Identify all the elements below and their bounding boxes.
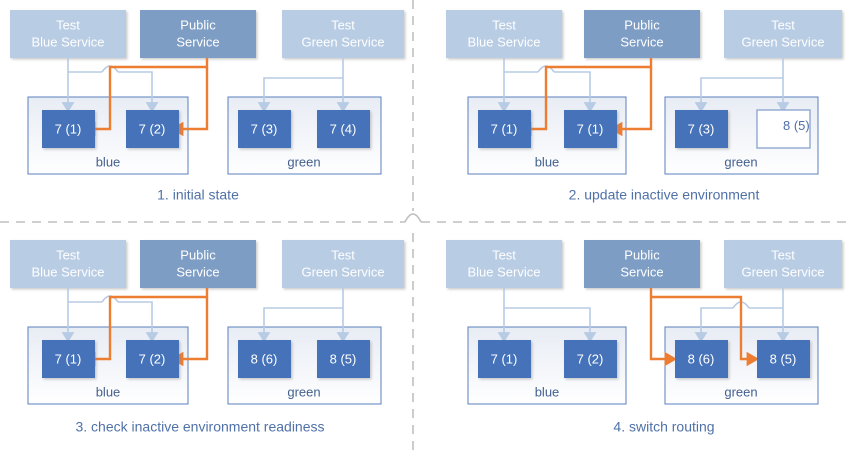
panel-4-public-routing — [649, 288, 760, 367]
panel-2-pod-blue-1[interactable]: 7 (1) — [564, 110, 617, 148]
panel-3-caption: 3. check inactive environment readiness — [75, 419, 324, 435]
panel-1-pod-green-1[interactable]: 7 (4) — [317, 110, 370, 148]
panel-3: Test Blue Service Public Service Test Gr… — [10, 240, 404, 435]
pod-label: 8 (5) — [783, 118, 810, 133]
service-label-line1: Test — [331, 247, 355, 262]
panel-4-test-green-service[interactable]: Test Green Service — [724, 240, 842, 288]
panel-4-pod-green-0[interactable]: 8 (6) — [675, 340, 728, 378]
pod-label: 7 (2) — [577, 351, 604, 366]
panel-1-test-blue-service[interactable]: Test Blue Service — [10, 10, 126, 58]
pod-label: 7 (1) — [491, 121, 518, 136]
panel-3-pod-green-1[interactable]: 8 (5) — [317, 340, 370, 378]
panel-4-env-blue-label: blue — [535, 384, 560, 399]
pod-label: 8 (6) — [688, 351, 715, 366]
service-label-line2: Service — [620, 264, 663, 279]
panel-3-public-service[interactable]: Public Service — [140, 240, 256, 288]
panel-2-public-routing — [518, 58, 653, 137]
panel-1-public-service[interactable]: Public Service — [140, 10, 256, 58]
panel-2-env-blue-label: blue — [535, 154, 560, 169]
pod-label: 7 (4) — [330, 121, 357, 136]
panel-2-caption: 2. update inactive environment — [569, 187, 760, 203]
service-label-line2: Blue Service — [468, 34, 541, 49]
panel-3-test-blue-service[interactable]: Test Blue Service — [10, 240, 126, 288]
panel-4: Test Blue Service Public Service Test Gr… — [446, 240, 842, 435]
service-label-line2: Blue Service — [32, 264, 105, 279]
service-label-line2: Green Service — [741, 34, 824, 49]
service-label-line1: Test — [771, 247, 795, 262]
panel-3-test-green-service[interactable]: Test Green Service — [282, 240, 404, 288]
panel-3-pod-blue-1[interactable]: 7 (2) — [126, 340, 179, 378]
service-label-line1: Test — [56, 247, 80, 262]
panel-1-pod-blue-1[interactable]: 7 (2) — [126, 110, 179, 148]
panel-1-pod-blue-0[interactable]: 7 (1) — [42, 110, 95, 148]
panel-2-pod-green-1[interactable]: 8 (5) — [756, 109, 811, 149]
panel-1: Test Blue Service Public Service Test Gr… — [10, 10, 404, 203]
service-label-line2: Blue Service — [32, 34, 105, 49]
panel-2-test-green-connectors — [694, 58, 790, 113]
pod-label: 7 (3) — [251, 121, 278, 136]
service-label-line2: Service — [620, 34, 663, 49]
panel-1-test-blue-connectors — [61, 58, 159, 113]
pod-label: 7 (2) — [139, 351, 166, 366]
pod-label: 7 (3) — [688, 121, 715, 136]
panel-3-env-green-label: green — [287, 384, 320, 399]
pod-label: 7 (1) — [491, 351, 518, 366]
panel-2-pod-blue-0[interactable]: 7 (1) — [478, 110, 531, 148]
service-label-line1: Public — [624, 17, 660, 32]
panel-1-caption: 1. initial state — [157, 187, 239, 203]
panel-2-public-service[interactable]: Public Service — [584, 10, 700, 58]
service-label-line1: Test — [492, 247, 516, 262]
panel-1-env-blue-label: blue — [96, 154, 121, 169]
panel-4-pod-blue-0[interactable]: 7 (1) — [478, 340, 531, 378]
pod-label: 7 (2) — [139, 121, 166, 136]
divider-hop-arc — [404, 213, 422, 223]
panel-2-test-green-service[interactable]: Test Green Service — [724, 10, 842, 58]
panel-4-test-blue-service[interactable]: Test Blue Service — [446, 240, 562, 288]
panel-3-pod-blue-0[interactable]: 7 (1) — [42, 340, 95, 378]
panel-2: Test Blue Service Public Service Test Gr… — [446, 10, 842, 203]
panel-4-caption: 4. switch routing — [613, 419, 714, 435]
panel-4-public-service[interactable]: Public Service — [584, 240, 700, 288]
panel-1-env-green-label: green — [287, 154, 320, 169]
pod-label: 7 (1) — [55, 351, 82, 366]
panel-4-env-green-label: green — [724, 384, 757, 399]
pod-label: 8 (5) — [330, 351, 357, 366]
service-label-line2: Service — [176, 34, 219, 49]
panel-2-pod-green-0[interactable]: 7 (3) — [675, 110, 728, 148]
panel-4-pod-green-1[interactable]: 8 (5) — [757, 340, 810, 378]
panel-2-env-green-label: green — [724, 154, 757, 169]
panel-3-env-blue-label: blue — [96, 384, 121, 399]
service-label-line1: Public — [180, 247, 216, 262]
service-label-line2: Service — [176, 264, 219, 279]
panel-1-test-green-service[interactable]: Test Green Service — [282, 10, 404, 58]
service-label-line1: Test — [56, 17, 80, 32]
panel-3-test-green-connectors — [257, 288, 350, 343]
pod-label: 7 (1) — [55, 121, 82, 136]
pod-label: 7 (1) — [577, 121, 604, 136]
service-label-line1: Test — [331, 17, 355, 32]
service-label-line2: Green Service — [301, 264, 384, 279]
service-label-line1: Public — [180, 17, 216, 32]
service-label-line1: Public — [624, 247, 660, 262]
service-label-line1: Test — [492, 17, 516, 32]
service-label-line1: Test — [771, 17, 795, 32]
panel-1-pod-green-0[interactable]: 7 (3) — [238, 110, 291, 148]
panel-1-public-routing — [82, 58, 209, 137]
service-label-line2: Green Service — [741, 264, 824, 279]
service-label-line2: Blue Service — [468, 264, 541, 279]
panel-4-pod-blue-1[interactable]: 7 (2) — [564, 340, 617, 378]
service-label-line2: Green Service — [301, 34, 384, 49]
pod-label: 8 (6) — [251, 351, 278, 366]
panel-3-public-routing — [82, 288, 209, 367]
pod-label: 8 (5) — [770, 351, 797, 366]
panel-1-test-green-connectors — [257, 58, 350, 113]
panel-2-test-blue-service[interactable]: Test Blue Service — [446, 10, 562, 58]
panel-4-test-green-connectors — [694, 288, 790, 343]
panel-3-pod-green-0[interactable]: 8 (6) — [238, 340, 291, 378]
panel-4-test-blue-connectors — [497, 288, 597, 343]
